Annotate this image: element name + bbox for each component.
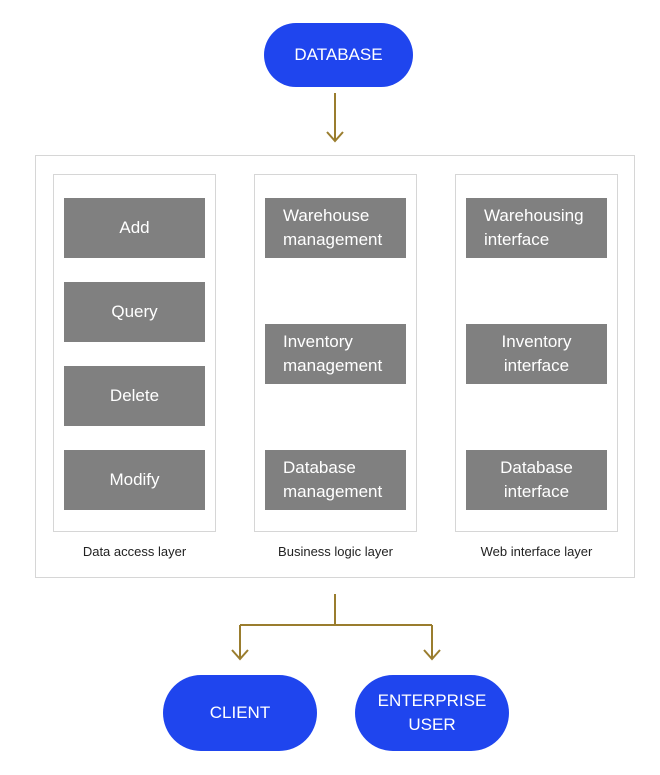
data-access-layer-panel bbox=[53, 174, 216, 532]
inventory-interface-box: Inventory interface bbox=[466, 324, 607, 384]
business-logic-layer-caption: Business logic layer bbox=[278, 544, 393, 559]
data-access-layer-caption: Data access layer bbox=[82, 544, 187, 559]
add-box: Add bbox=[64, 198, 205, 258]
layers-container bbox=[35, 155, 635, 578]
arrowhead-client bbox=[231, 649, 249, 661]
enterprise-user-node: ENTERPRISE USER bbox=[355, 675, 509, 751]
business-logic-layer-panel bbox=[254, 174, 417, 532]
database-management-box: Database management bbox=[265, 450, 406, 510]
inventory-management-box: Inventory management bbox=[265, 324, 406, 384]
web-interface-layer-caption: Web interface layer bbox=[480, 544, 593, 559]
warehouse-management-box: Warehouse management bbox=[265, 198, 406, 258]
arrowhead-database bbox=[326, 131, 344, 143]
database-interface-box: Database interface bbox=[466, 450, 607, 510]
query-box: Query bbox=[64, 282, 205, 342]
warehousing-interface-box: Warehousing interface bbox=[466, 198, 607, 258]
client-node: CLIENT bbox=[163, 675, 317, 751]
database-node: DATABASE bbox=[264, 23, 413, 87]
web-interface-layer-panel bbox=[455, 174, 618, 532]
delete-box: Delete bbox=[64, 366, 205, 426]
modify-box: Modify bbox=[64, 450, 205, 510]
arrowhead-enterprise bbox=[423, 649, 441, 661]
